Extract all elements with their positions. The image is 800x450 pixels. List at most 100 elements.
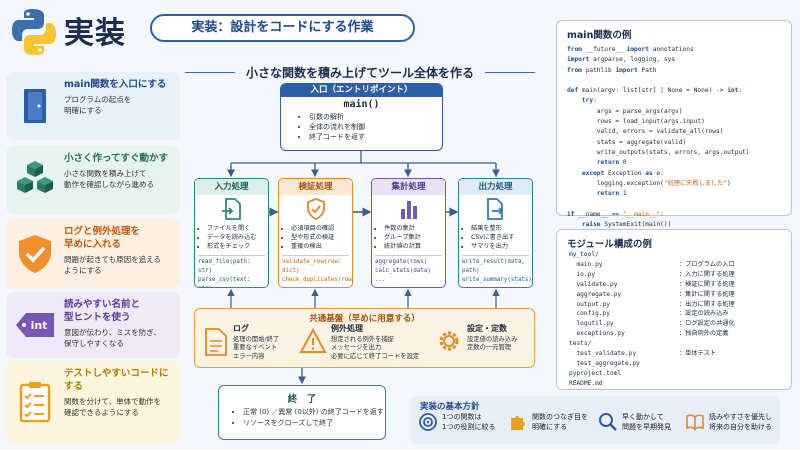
common-item: エラー内容: [233, 352, 265, 360]
tip-desc-line: 小さな関数を積み上げて: [64, 169, 147, 178]
end-title: 終 了: [287, 394, 317, 405]
module-desc-line: ：単体テスト: [679, 350, 717, 358]
magnifier-icon: [599, 413, 617, 431]
policy-text: 問題を早期発見: [622, 423, 671, 431]
module-desc-line: ：ログ設定の共通化: [679, 320, 735, 328]
policy-text: 将来の自分を助ける: [709, 423, 772, 431]
module-desc-line: [679, 369, 735, 379]
tip-desc-line: 確認できるようにする: [64, 408, 139, 417]
process-item: サマリを出力: [471, 242, 532, 251]
module-desc-line: [679, 359, 735, 369]
int-tag-icon: int: [16, 313, 54, 337]
process-title: 出力処理: [459, 179, 532, 195]
module-tree-line: test_validate.py: [569, 350, 637, 358]
svg-text:int: int: [31, 319, 48, 332]
process-item: 必須項目の確認: [291, 224, 352, 233]
module-tree-line: exceptions.py: [569, 330, 625, 338]
end-box: 終 了 正常 (0) ／異常 (0以外) の終了コードを返す リソースをクローズ…: [218, 385, 386, 440]
tip-desc-line: 明確にする: [64, 106, 102, 115]
entry-item: 全体の流れを制御: [309, 122, 442, 132]
tip-card-testable: テストしやすいコードにする 関数を分けて、単体で動作を確認できるようにする: [6, 361, 180, 443]
policy-box: 実装の基本方針 1つの関数は 1つの役割に絞る 関数のつなぎ目を 明確にする 早…: [410, 396, 780, 444]
policy-text: 1つの関数は: [442, 413, 482, 421]
tip-desc-line: 意図が伝わり、ミスを防ぎ、: [64, 328, 161, 337]
process-func: read_file(path: str): [198, 259, 251, 274]
module-tree-line: io.py: [569, 270, 596, 278]
tip-title: ログと例外処理を: [64, 226, 141, 237]
end-item: リソースをクローズして終了: [243, 418, 385, 429]
common-item: 設定値の読み込み: [467, 335, 518, 343]
cubes-icon: [17, 161, 53, 193]
puzzle-icon: [511, 416, 525, 430]
process-item: 件数の集計: [384, 224, 445, 233]
common-exception-title: 例外処理: [331, 324, 363, 333]
module-structure-panel: モジュール構成の例 my_tool/ main.py io.py validat…: [556, 229, 792, 390]
process-item: 型や形式の検証: [291, 233, 352, 242]
common-log-title: ログ: [233, 324, 249, 333]
tip-card-logging: ログと例外処理を早めに入れる 問題が起きても原因を追えるようにする: [6, 219, 180, 288]
module-tree-line: logutil.py: [569, 320, 614, 328]
tip-desc-line: ようにする: [64, 266, 102, 275]
door-icon: [24, 89, 46, 123]
policy-item: 読みやすさを優先し 将来の自分を助ける: [685, 412, 772, 432]
file-export-icon: [486, 198, 503, 220]
module-tree-line: pyproject.toml: [569, 369, 622, 377]
main-function-name: main(): [343, 99, 380, 110]
process-item: データを読み込む: [207, 233, 268, 242]
process-func: validate_row(row: dict): [282, 259, 342, 274]
module-tree-line: README.md: [569, 379, 603, 387]
process-func: calc_stats(data): [375, 268, 431, 274]
module-tree-line: my_tool/: [569, 251, 599, 258]
process-func: parse_csv(text: str): [198, 277, 251, 287]
document-icon: [205, 328, 227, 356]
book-icon: [686, 414, 704, 431]
module-desc-line: [679, 250, 735, 260]
process-item: CSVに書き出す: [471, 233, 532, 242]
common-base-title: 共通基盤（早めに用意する）: [309, 314, 420, 324]
process-title: 入力処理: [195, 179, 268, 195]
process-func: ...: [375, 277, 386, 283]
entry-point-box: 入口（エントリポイント） main() 引数の解析 全体の流れを制御 終了コード…: [280, 83, 443, 151]
tip-desc-line: 動作を確認しながら進める: [64, 180, 154, 189]
tip-title: 小さく作ってすぐ動かす: [64, 153, 169, 164]
process-item: 重複の検出: [291, 242, 352, 251]
common-item: 定数の一元管理: [467, 344, 512, 351]
gear-icon: [439, 331, 459, 351]
main-code-example: main関数の例 from __future__ import annotati…: [556, 20, 792, 228]
shield-check-icon: [306, 198, 325, 220]
tip-title: main関数を入口にする: [64, 79, 167, 90]
common-item: 重要なイベント: [233, 344, 278, 351]
tip-card-naming: int 読みやすい名前と型ヒントを使う 意図が伝わり、ミスを防ぎ、保守しやすくな…: [6, 292, 180, 358]
process-func: ...: [282, 285, 349, 287]
policy-text: 早く動かして: [622, 413, 664, 421]
module-tree-line: test_aggregate.py: [569, 359, 640, 367]
process-item: 統計値の計算: [384, 242, 445, 251]
tip-desc-line: 問題が起きても原因を追える: [64, 255, 161, 264]
tip-card-main: main関数を入口にする プログラムの起点を明確にする: [6, 72, 180, 140]
process-title: 集計処理: [372, 179, 445, 195]
policy-title: 実装の基本方針: [420, 402, 480, 412]
shield-check-icon: [19, 234, 51, 273]
process-title: 検証処理: [279, 179, 352, 195]
common-log: ログ 処理の開始/終了 重要なイベント エラー内容: [233, 324, 280, 361]
module-panel-title: モジュール構成の例: [567, 239, 652, 250]
tip-desc-line: 関数を分けて、単体で動作を: [64, 397, 162, 406]
common-config-title: 設定・定数: [467, 324, 507, 333]
target-icon: [419, 413, 437, 431]
module-desc-line: ：入力に関する処理: [679, 270, 735, 278]
tip-title: 読みやすい名前と: [64, 299, 141, 310]
code-panel-title: main関数の例: [567, 30, 632, 41]
diagram-title: 小さな関数を積み上げてツール全体を作る: [185, 64, 535, 81]
policy-item: 早く動かして 問題を早期発見: [598, 412, 671, 432]
entry-item: 終了コードを返す: [309, 132, 442, 142]
module-tree-line: config.py: [569, 310, 610, 318]
common-item: 処理の開始/終了: [233, 335, 280, 343]
policy-text: 関数のつなぎ目を: [532, 413, 588, 421]
module-desc-line: ：出力に関する処理: [679, 300, 735, 308]
python-logo-icon: [12, 9, 56, 55]
policy-text: 1つの役割に絞る: [442, 423, 496, 431]
code-block: from __future__ import annotations impor…: [567, 46, 750, 229]
process-func: check_duplicates(rows): [282, 277, 353, 283]
tip-card-small-steps: 小さく作ってすぐ動かす 小さな関数を積み上げて動作を確認しながら進める: [6, 146, 180, 214]
process-item: ファイルを開く: [207, 224, 268, 233]
